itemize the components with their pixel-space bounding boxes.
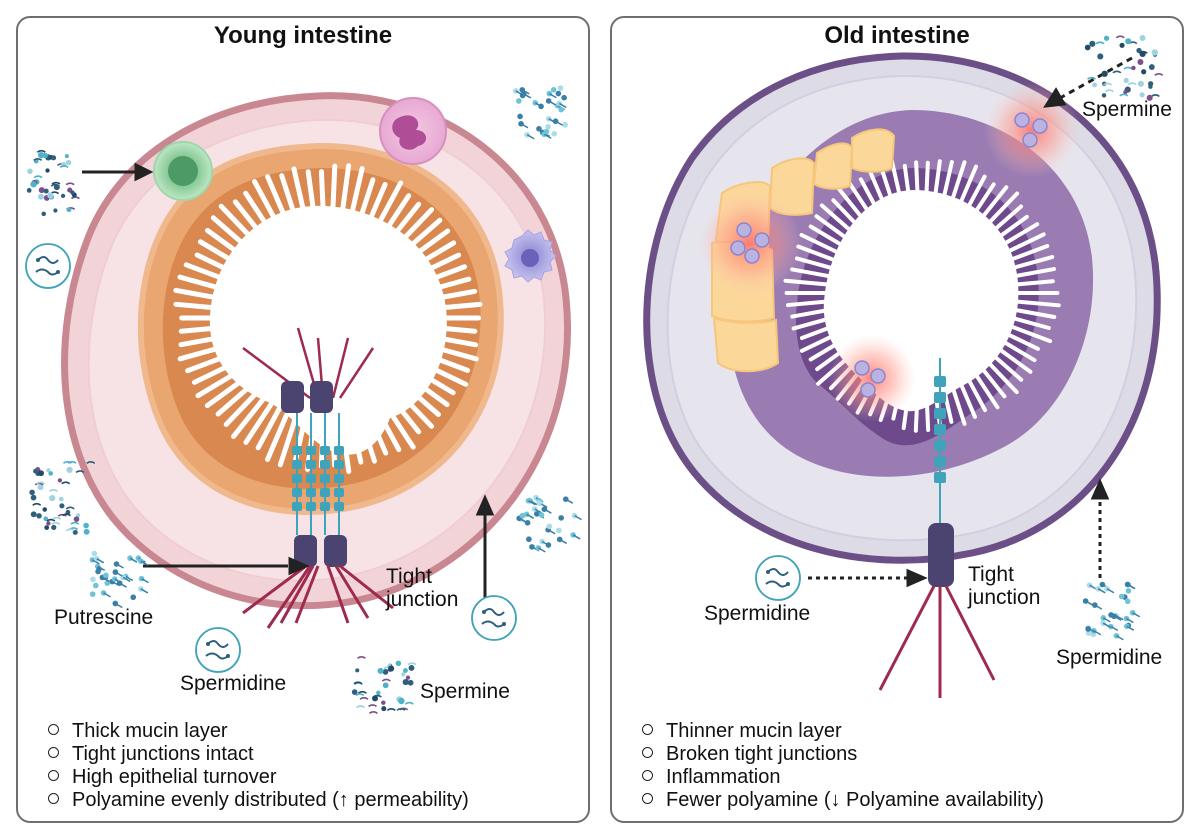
old-tight-label-line1: Tight <box>968 563 1014 586</box>
old-intestine-panel: Old intestine <box>610 16 1184 823</box>
young-bullet-item: High epithelial turnover <box>48 766 469 789</box>
young-bullet-item: Polyamine evenly distributed (↑ permeabi… <box>48 789 469 812</box>
old-intestine-illustration <box>643 35 1164 698</box>
old-bullet-item: Inflammation <box>642 766 1044 789</box>
old-spermidine-right-label: Spermidine <box>1056 646 1163 669</box>
green-immune-cell <box>153 141 213 201</box>
old-panel-title: Old intestine <box>824 22 970 49</box>
old-spermidine-left-label: Spermidine <box>704 602 811 625</box>
old-bullet-item: Broken tight junctions <box>642 743 1044 766</box>
young-intestine-panel: Young intestine <box>16 16 590 823</box>
young-junction-block-top-left <box>281 381 304 413</box>
young-tight-label-line1: Tight <box>386 565 432 588</box>
young-putrescine-label: Putrescine <box>54 606 154 629</box>
young-junction-block-bottom-left <box>294 535 317 567</box>
young-panel-title: Young intestine <box>213 22 393 49</box>
old-bullet-item: Thinner mucin layer <box>642 720 1044 743</box>
young-bullet-list: Thick mucin layer Tight junctions intact… <box>48 720 469 812</box>
inflammation-glow-top-right <box>984 82 1080 178</box>
macrophage-cell <box>504 229 557 283</box>
old-bullet-list: Thinner mucin layer Broken tight junctio… <box>642 720 1044 812</box>
young-spermidine-label: Spermidine <box>180 672 287 695</box>
old-tight-label-line2: junction <box>968 586 1041 609</box>
neutrophil-cell <box>379 97 447 165</box>
old-bullet-item: Fewer polyamine (↓ Polyamine availabilit… <box>642 789 1044 812</box>
young-bullet-item: Tight junctions intact <box>48 743 469 766</box>
young-intestine-illustration <box>25 85 582 715</box>
young-spermine-label: Spermine <box>420 680 510 703</box>
young-claudin-strands <box>292 413 344 535</box>
old-tight-junction-filaments <box>878 585 996 698</box>
young-tight-junction-bottom-filaments <box>242 564 394 629</box>
young-junction-block-bottom-right <box>324 535 347 567</box>
young-junction-block-top-right <box>310 381 333 413</box>
young-arrows <box>82 162 495 603</box>
young-lumen <box>173 163 483 474</box>
inflammation-glow-left <box>698 191 802 295</box>
old-junction-block <box>928 523 954 587</box>
old-spermine-label: Spermine <box>1082 98 1172 121</box>
young-bullet-item: Thick mucin layer <box>48 720 469 743</box>
young-tight-label-line2: junction <box>386 588 459 611</box>
old-dashed-arrows <box>808 56 1133 588</box>
